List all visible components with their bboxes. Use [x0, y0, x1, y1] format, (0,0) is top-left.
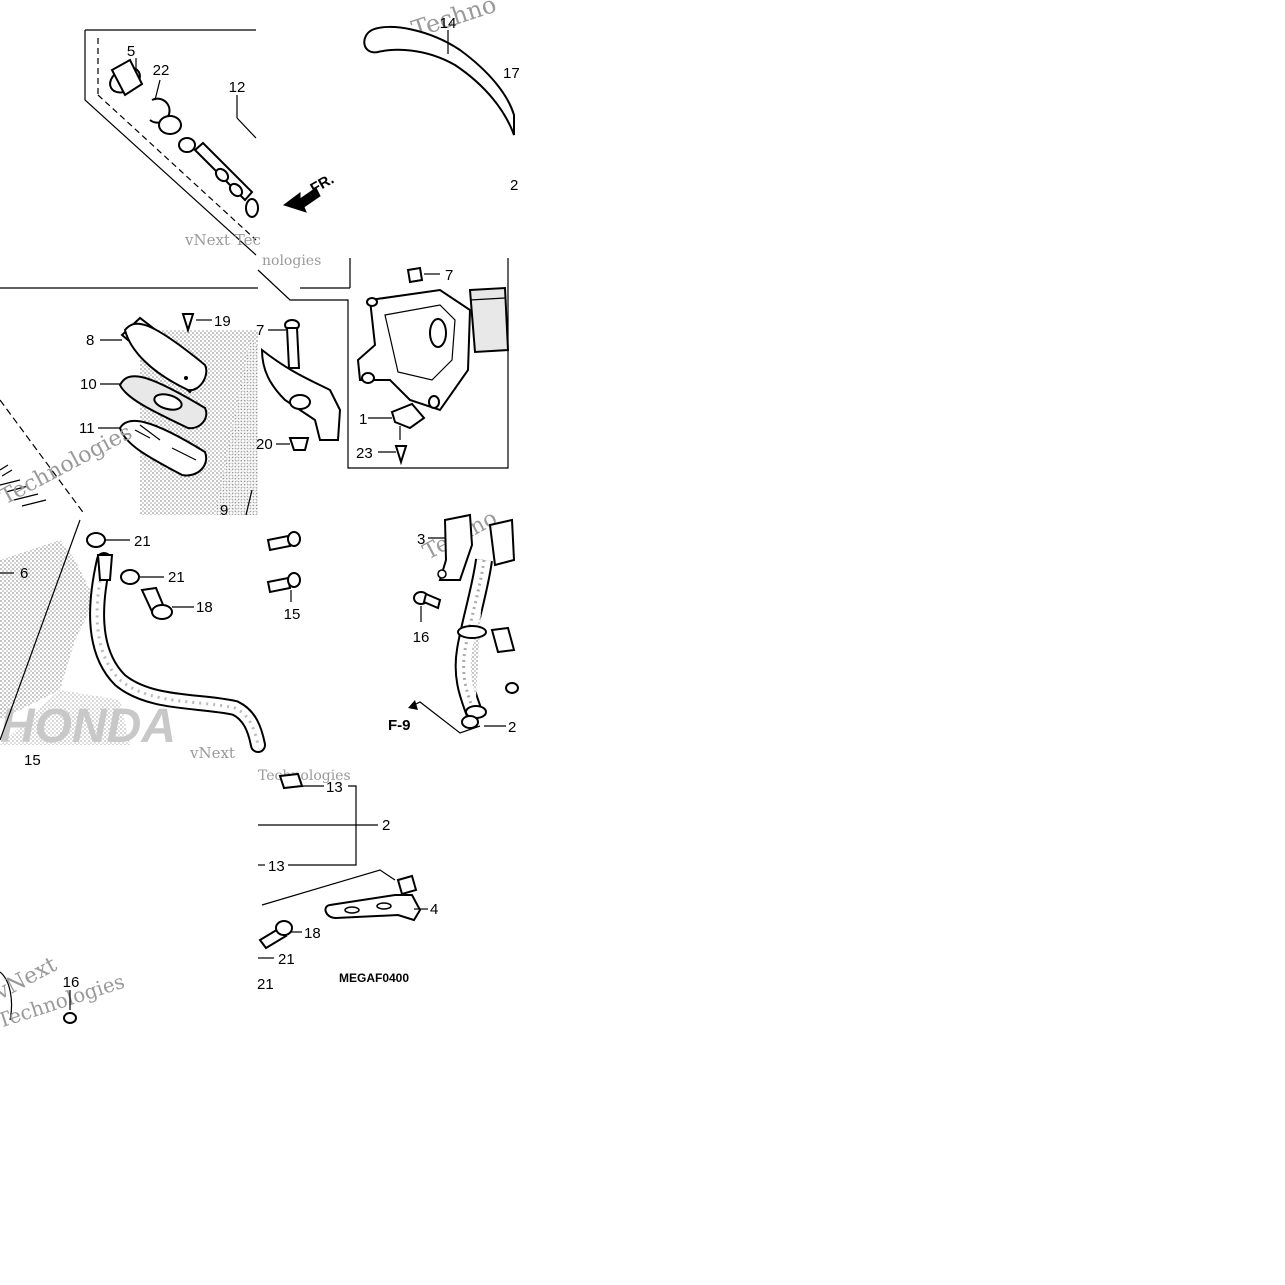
- tile-piston-assembly: 5 22 12 vNext Tec: [84, 29, 261, 256]
- drawing-code: MEGAF0400: [339, 971, 409, 985]
- callout-21c: 21: [278, 951, 295, 968]
- washer: [158, 115, 182, 135]
- holder-clamp: [468, 286, 510, 354]
- seal-ring: [178, 137, 196, 153]
- callout-18b: 18: [304, 925, 321, 942]
- reference-f9: F-9: [388, 717, 411, 734]
- callout-7b: 7: [256, 322, 264, 339]
- hose-joint: [454, 518, 516, 719]
- callout-17: 17: [503, 65, 520, 82]
- hose-clamp-plate: [324, 874, 422, 922]
- tile-hose-assembly: Technologies 13 2 13 4 18 21 21 MEGAF040…: [257, 768, 438, 993]
- small-bolt: [406, 266, 440, 284]
- callout-4: 4: [430, 901, 438, 918]
- callout-5: 5: [127, 43, 135, 60]
- hose: [89, 552, 266, 753]
- nut: [288, 437, 310, 451]
- switch: [390, 402, 426, 440]
- callout-18a: 18: [196, 599, 213, 616]
- tile-brake-hose: HONDA 21 21 18 6 15 vNext: [0, 519, 266, 769]
- bolt-lower: [266, 572, 301, 594]
- tile-bolts: 15: [266, 531, 301, 623]
- callout-9: 9: [220, 502, 228, 519]
- tile-reservoir-cap: 19 8 10 11 9 Technologies: [0, 287, 258, 519]
- switch-screw: [394, 445, 408, 466]
- callout-1: 1: [359, 411, 367, 428]
- callout-22: 22: [153, 62, 170, 79]
- stay-bracket: [437, 513, 474, 581]
- sealing-washers: [86, 532, 140, 585]
- bolt-18: [258, 920, 293, 950]
- callout-21b: 21: [168, 569, 185, 586]
- watermark-fragment: vNext Tec: [184, 231, 261, 249]
- callout-11: 11: [79, 420, 95, 437]
- master-cylinder-body: [356, 288, 472, 412]
- callout-7: 7: [445, 267, 453, 284]
- watermark-fragment: vNext: [189, 744, 235, 762]
- brand-watermark: HONDA: [0, 700, 176, 753]
- watermark-fragment: nologies: [262, 253, 321, 269]
- callout-15b: 15: [284, 606, 301, 623]
- piston-cup: [109, 58, 144, 97]
- callout-10: 10: [80, 376, 97, 393]
- watermark-fragment: Technologies: [0, 420, 136, 510]
- lever-bracket: [260, 347, 342, 441]
- screw: [181, 313, 195, 334]
- callout-20: 20: [256, 436, 273, 453]
- callout-fragment: 2: [510, 177, 518, 194]
- callout-16a: 16: [413, 629, 430, 646]
- callout-21d: 21: [257, 976, 274, 993]
- reservoir-cover: [120, 316, 208, 394]
- callout-13b: 13: [268, 858, 285, 875]
- callout-8: 8: [86, 332, 94, 349]
- callout-19: 19: [214, 313, 231, 330]
- tile-master-cylinder: nologies 7 1 23: [256, 253, 510, 469]
- callout-3: 3: [417, 531, 425, 548]
- bolt-upper: [266, 531, 301, 552]
- callout-15a: 15: [24, 752, 41, 769]
- callout-23: 23: [356, 445, 373, 462]
- callout-6: 6: [20, 565, 28, 582]
- callout-16b: 16: [63, 974, 80, 991]
- tile-brake-lever: Techno 14 17 2 FR.: [282, 0, 520, 213]
- callout-14: 14: [440, 15, 457, 32]
- diaphragm: [118, 419, 208, 477]
- front-direction-arrow: FR.: [282, 171, 337, 213]
- brake-lever: [363, 26, 515, 136]
- tile-bottom-left: vNext Technologies 16: [0, 952, 127, 1033]
- callout-13a: 13: [326, 779, 343, 796]
- callout-21a: 21: [134, 533, 151, 550]
- pivot-bolt: [284, 319, 301, 369]
- callout-fragment: 2: [508, 719, 516, 736]
- tile-hose-joint: Techno 3 16 F-9 2: [388, 506, 519, 736]
- bolt-16: [413, 591, 442, 610]
- spring: [0, 464, 47, 507]
- banjo-bolt: [140, 586, 173, 620]
- diaphragm-plate: [118, 375, 208, 430]
- callout-12: 12: [229, 79, 246, 96]
- callout-2: 2: [382, 817, 390, 834]
